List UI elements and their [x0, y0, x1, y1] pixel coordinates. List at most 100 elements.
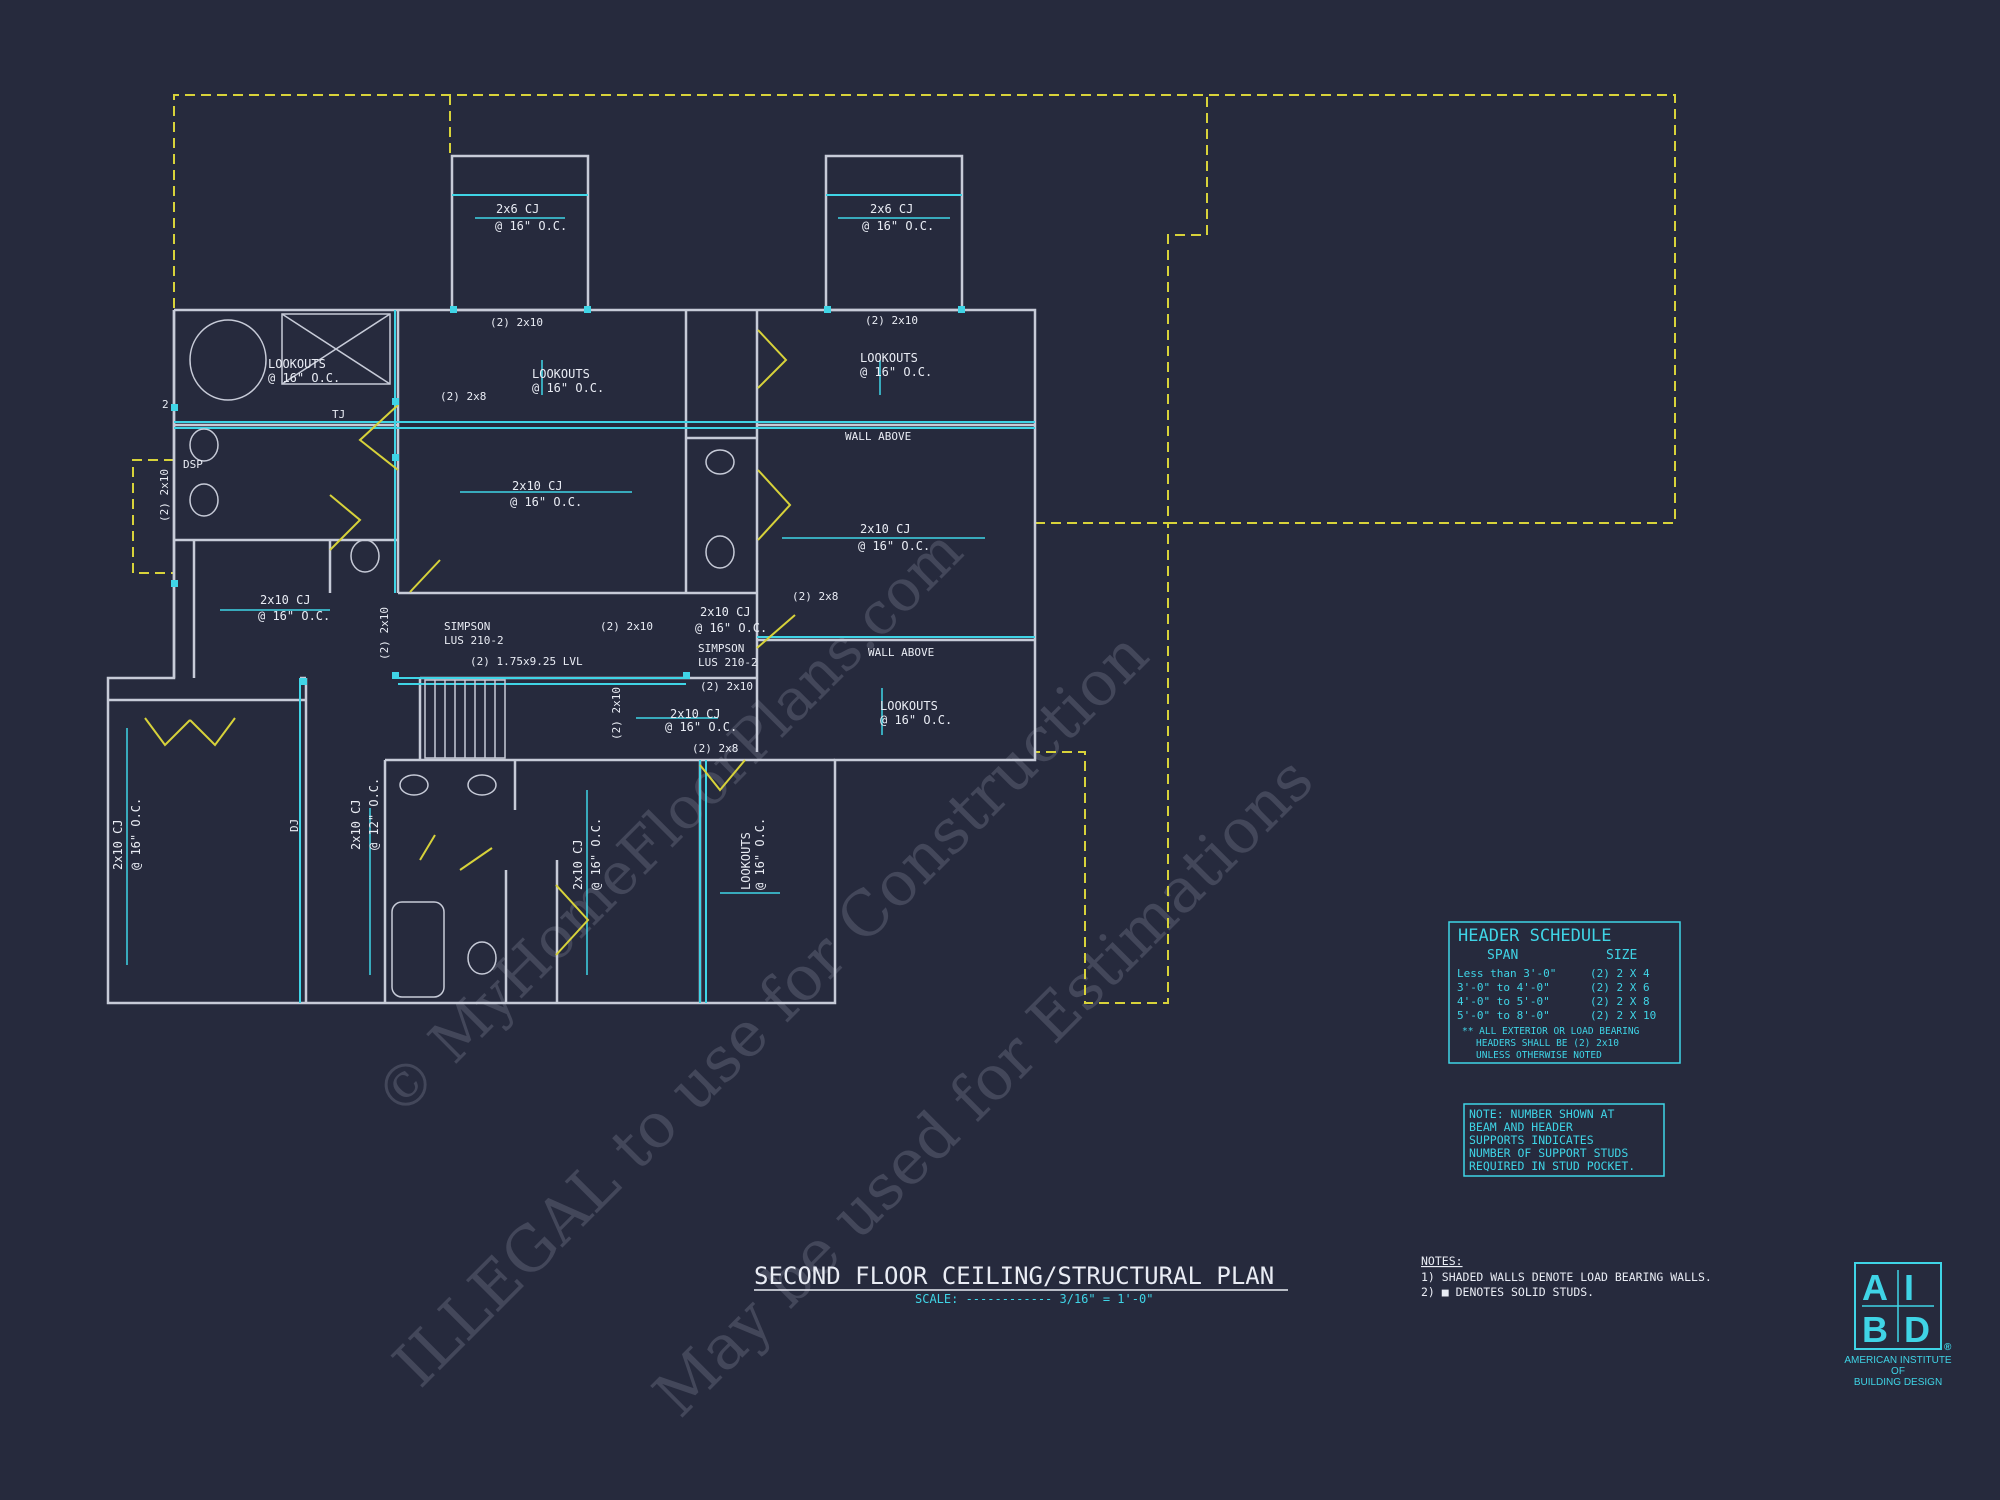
- stud-note-5: REQUIRED IN STUD POCKET.: [1469, 1159, 1635, 1173]
- lower-left-cj-spacing: @ 16" O.C.: [129, 798, 143, 870]
- stud-note-1: NOTE: NUMBER SHOWN AT: [1469, 1107, 1614, 1121]
- simpson-label-1a: SIMPSON: [444, 620, 490, 633]
- header-label-4: (2) 2x10: [158, 469, 171, 522]
- right-cj: 2x10 CJ: [860, 522, 911, 536]
- header-schedule: HEADER SCHEDULE SPAN SIZE Less than 3'-0…: [1448, 921, 1681, 1064]
- lower-cj3: 2x10 CJ: [571, 839, 585, 890]
- simpson-label-2b: LUS 210-2: [698, 656, 758, 669]
- wall-above-label-2: WALL ABOVE: [868, 646, 934, 659]
- lower-mid-cj-spacing: @ 12" O.C.: [367, 778, 381, 850]
- small-cj: 2x10 CJ: [670, 707, 721, 721]
- header-label-9: (2) 2x10: [610, 687, 623, 740]
- left-cj: 2x10 CJ: [260, 593, 311, 607]
- mid-lookouts: LOOKOUTS: [532, 367, 590, 381]
- bottom-right-lookouts-spacing: @ 16" O.C.: [753, 818, 767, 890]
- walls: [106, 154, 1037, 1005]
- center-cj-spacing: @ 16" O.C.: [510, 495, 582, 509]
- schedule-size-header: SIZE: [1606, 948, 1637, 963]
- fixtures: [189, 313, 735, 998]
- lower-mid-cj: 2x10 CJ: [349, 799, 363, 850]
- schedule-row4-span: 5'-0" to 8'-0": [1457, 1009, 1550, 1022]
- cj-bay-left-size: 2x6 CJ: [496, 202, 539, 216]
- mid-lookouts-spacing: @ 16" O.C.: [532, 381, 604, 395]
- room-labels: 2x6 CJ @ 16" O.C. 2x6 CJ @ 16" O.C. LOOK…: [111, 202, 952, 890]
- header-label-8: (2) 2x10: [700, 680, 753, 693]
- note-1: 1) SHADED WALLS DENOTE LOAD BEARING WALL…: [1421, 1270, 1712, 1284]
- bath-lookouts-spacing: @ 16" O.C.: [268, 371, 340, 385]
- schedule-title: HEADER SCHEDULE: [1458, 926, 1612, 946]
- header-label-2: (2) 2x10: [865, 314, 918, 327]
- logo-a: A: [1862, 1267, 1888, 1308]
- schedule-row3-span: 4'-0" to 5'-0": [1457, 995, 1550, 1008]
- stud-count: 2: [162, 398, 169, 411]
- logo-caption-3: BUILDING DESIGN: [1854, 1377, 1942, 1388]
- logo-i: I: [1904, 1267, 1914, 1308]
- small-cj-spacing: @ 16" O.C.: [665, 720, 737, 734]
- logo-b: B: [1862, 1309, 1888, 1350]
- solid-studs: [171, 306, 965, 685]
- watermark-line1: © MyHomeFloorPlans.com: [362, 516, 976, 1130]
- note-2: 2) ■ DENOTES SOLID STUDS.: [1421, 1285, 1594, 1299]
- schedule-footnote-3: UNLESS OTHERWISE NOTED: [1476, 1050, 1602, 1061]
- center-cj: 2x10 CJ: [512, 479, 563, 493]
- schedule-span-header: SPAN: [1487, 948, 1518, 963]
- schedule-row1-span: Less than 3'-0": [1457, 967, 1556, 980]
- lower-right-lookouts: LOOKOUTS: [880, 699, 938, 713]
- lvl-beam-label: (2) 1.75x9.25 LVL: [470, 655, 583, 668]
- lower-cj3-spacing: @ 16" O.C.: [589, 818, 603, 890]
- dsp-label: DSP: [183, 458, 203, 471]
- logo-d: D: [1904, 1309, 1930, 1350]
- tj-label: TJ: [332, 408, 345, 421]
- bath-lookouts: LOOKOUTS: [268, 357, 326, 371]
- stairs: [424, 679, 506, 759]
- joist-arrows: [126, 217, 985, 975]
- header-label-10: (2) 2x8: [692, 742, 738, 755]
- door-swings: [144, 329, 796, 956]
- simpson-label-2a: SIMPSON: [698, 642, 744, 655]
- stair-cj: 2x10 CJ: [700, 605, 751, 619]
- cj-bay-right-spacing: @ 16" O.C.: [862, 219, 934, 233]
- notes-heading: NOTES:: [1421, 1254, 1463, 1268]
- lower-right-lookouts-spacing: @ 16" O.C.: [880, 713, 952, 727]
- right-cj-spacing: @ 16" O.C.: [858, 539, 930, 553]
- right-lookouts-spacing: @ 16" O.C.: [860, 365, 932, 379]
- stud-note-2: BEAM AND HEADER: [1469, 1120, 1573, 1134]
- stud-note-4: NUMBER OF SUPPORT STUDS: [1469, 1146, 1628, 1160]
- annotation-labels: (2) 2x10 (2) 2x10 (2) 2x8 (2) 2x10 (2) 2…: [158, 314, 934, 832]
- header-label-7: (2) 2x8: [792, 590, 838, 603]
- cj-bay-left-spacing: @ 16" O.C.: [495, 219, 567, 233]
- schedule-row4-size: (2) 2 X 10: [1590, 1009, 1656, 1022]
- roof-outline: [132, 94, 1676, 1004]
- bottom-right-lookouts: LOOKOUTS: [739, 832, 753, 890]
- stud-note-3: SUPPORTS INDICATES: [1469, 1133, 1594, 1147]
- stud-note: NOTE: NUMBER SHOWN AT BEAM AND HEADER SU…: [1463, 1103, 1665, 1177]
- lower-left-cj: 2x10 CJ: [111, 819, 125, 870]
- drawing-title: SECOND FLOOR CEILING/STRUCTURAL PLAN SCA…: [754, 1262, 1288, 1306]
- header-label-5: (2) 2x10: [378, 607, 391, 660]
- left-cj-spacing: @ 16" O.C.: [258, 609, 330, 623]
- logo-caption-2: OF: [1891, 1366, 1905, 1377]
- wall-above-label-1: WALL ABOVE: [845, 430, 911, 443]
- logo-registered: ®: [1944, 1342, 1952, 1353]
- schedule-row2-size: (2) 2 X 6: [1590, 981, 1650, 994]
- cj-bay-right-size: 2x6 CJ: [870, 202, 913, 216]
- beams: [174, 194, 1035, 1003]
- stair-cj-spacing: @ 16" O.C.: [695, 621, 767, 635]
- right-lookouts: LOOKOUTS: [860, 351, 918, 365]
- schedule-row2-span: 3'-0" to 4'-0": [1457, 981, 1550, 994]
- schedule-footnote-2: HEADERS SHALL BE (2) 2x10: [1476, 1038, 1619, 1049]
- schedule-row3-size: (2) 2 X 8: [1590, 995, 1650, 1008]
- simpson-label-1b: LUS 210-2: [444, 634, 504, 647]
- header-label-6: (2) 2x10: [600, 620, 653, 633]
- abd-logo: A I B D ® AMERICAN INSTITUTE OF BUILDING…: [1844, 1262, 1952, 1388]
- plan-scale: SCALE: ------------ 3/16" = 1'-0": [915, 1292, 1153, 1306]
- header-label-3: (2) 2x8: [440, 390, 486, 403]
- dj-label: DJ: [288, 819, 301, 832]
- schedule-footnote-1: ** ALL EXTERIOR OR LOAD BEARING: [1462, 1026, 1640, 1037]
- schedule-row1-size: (2) 2 X 4: [1590, 967, 1650, 980]
- general-notes: NOTES: 1) SHADED WALLS DENOTE LOAD BEARI…: [1421, 1254, 1712, 1299]
- logo-caption-1: AMERICAN INSTITUTE: [1844, 1355, 1952, 1366]
- plan-title: SECOND FLOOR CEILING/STRUCTURAL PLAN: [754, 1262, 1274, 1290]
- header-label-1: (2) 2x10: [490, 316, 543, 329]
